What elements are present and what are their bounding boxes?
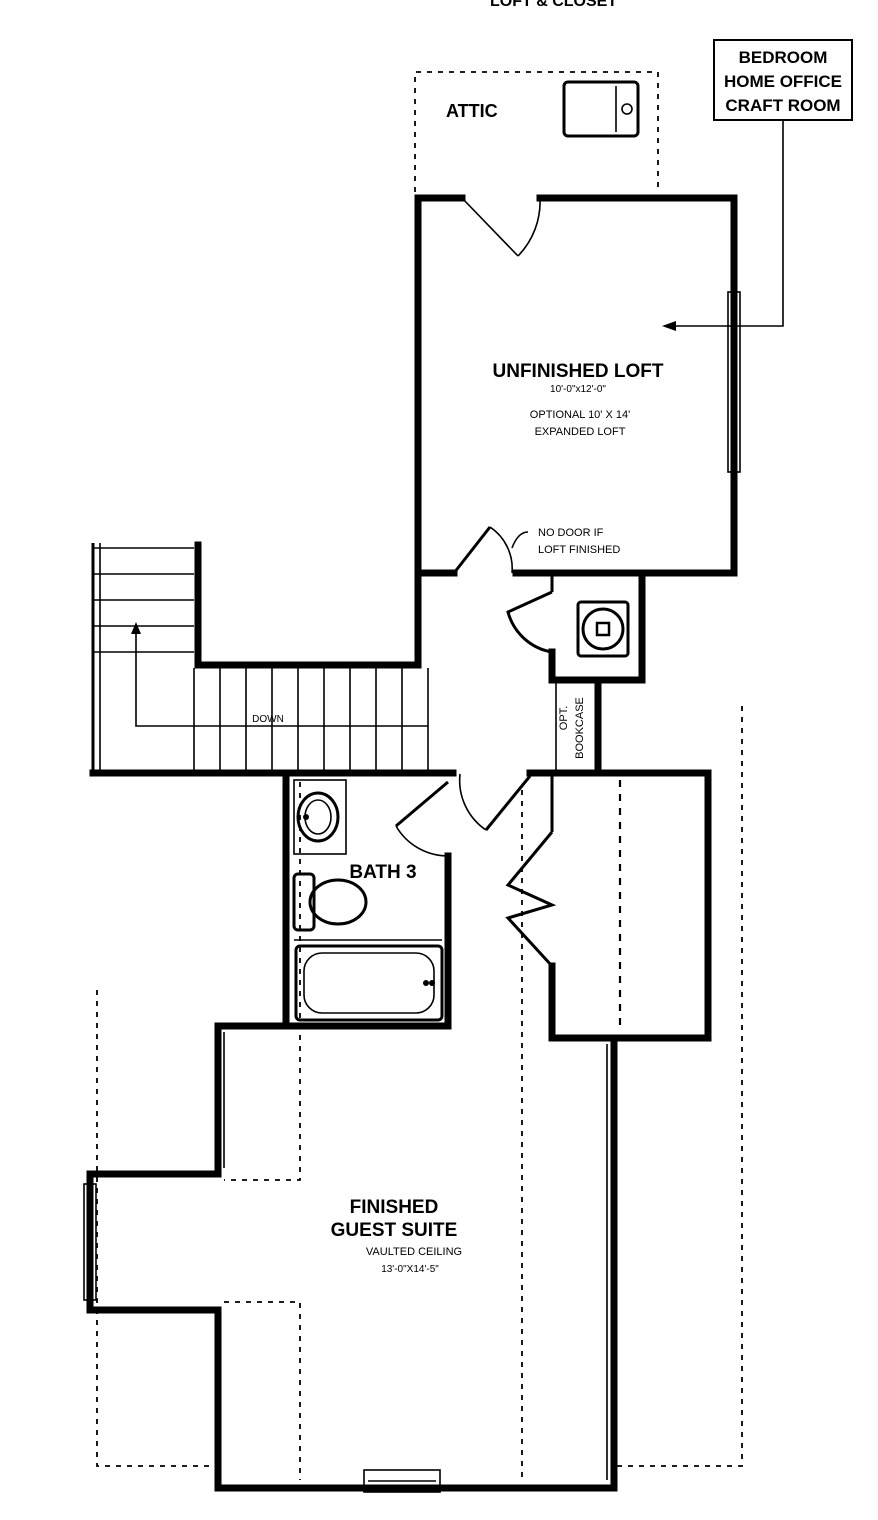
attic-area: ATTIC [414, 71, 659, 192]
walk-in-closet [505, 769, 712, 1042]
room-option-callout: BEDROOM HOME OFFICE CRAFT ROOM [662, 39, 853, 331]
guest-suite: FINISHED GUEST SUITE VAULTED CEILING 13'… [83, 782, 618, 1493]
suite-size: 13'-0"X14'-5" [381, 1264, 439, 1275]
callout-arrow-icon [662, 321, 676, 331]
hall-doors [395, 773, 532, 857]
loft-door-note-2: LOFT FINISHED [538, 544, 620, 556]
loft-option-line-1: OPTIONAL 10' X 14' [530, 409, 630, 421]
bookcase-line-2: BOOKCASE [574, 697, 586, 759]
bathtub-icon [294, 944, 444, 1022]
loft-door-note-1: NO DOOR IF [538, 527, 604, 539]
attic-label: ATTIC [446, 101, 498, 121]
loft-size: 10'-0"x12'-0" [550, 384, 606, 395]
hvac-unit-icon [576, 600, 630, 658]
suite-note: VAULTED CEILING [366, 1246, 462, 1258]
suite-name-line-1: FINISHED [350, 1197, 439, 1218]
stairs-label: DOWN [252, 714, 284, 725]
loft-room: UNFINISHED LOFT 10'-0"x12'-0" OPTIONAL 1… [414, 194, 741, 577]
callout-line-2: HOME OFFICE [724, 72, 842, 91]
mechanical-closet [506, 569, 646, 684]
sink-icon [293, 779, 347, 855]
bath-name: BATH 3 [349, 862, 416, 883]
suite-name-line-2: GUEST SUITE [331, 1220, 458, 1241]
cut-top-label: LOFT & CLOSET [490, 0, 617, 10]
loft-option-line-2: EXPANDED LOFT [535, 426, 626, 438]
stair-arrow-icon [131, 622, 141, 634]
loft-name: UNFINISHED LOFT [493, 361, 664, 382]
optional-bookcase: OPT. BOOKCASE [555, 676, 602, 776]
callout-line-3: CRAFT ROOM [725, 96, 840, 115]
water-heater-icon [562, 80, 640, 138]
callout-line-1: BEDROOM [739, 48, 828, 67]
toilet-icon [292, 872, 368, 932]
bath-3: BATH 3 [282, 769, 452, 1030]
bookcase-line-1: OPT. [558, 706, 570, 730]
staircase: DOWN [89, 541, 457, 777]
roof-outline [96, 706, 743, 1467]
